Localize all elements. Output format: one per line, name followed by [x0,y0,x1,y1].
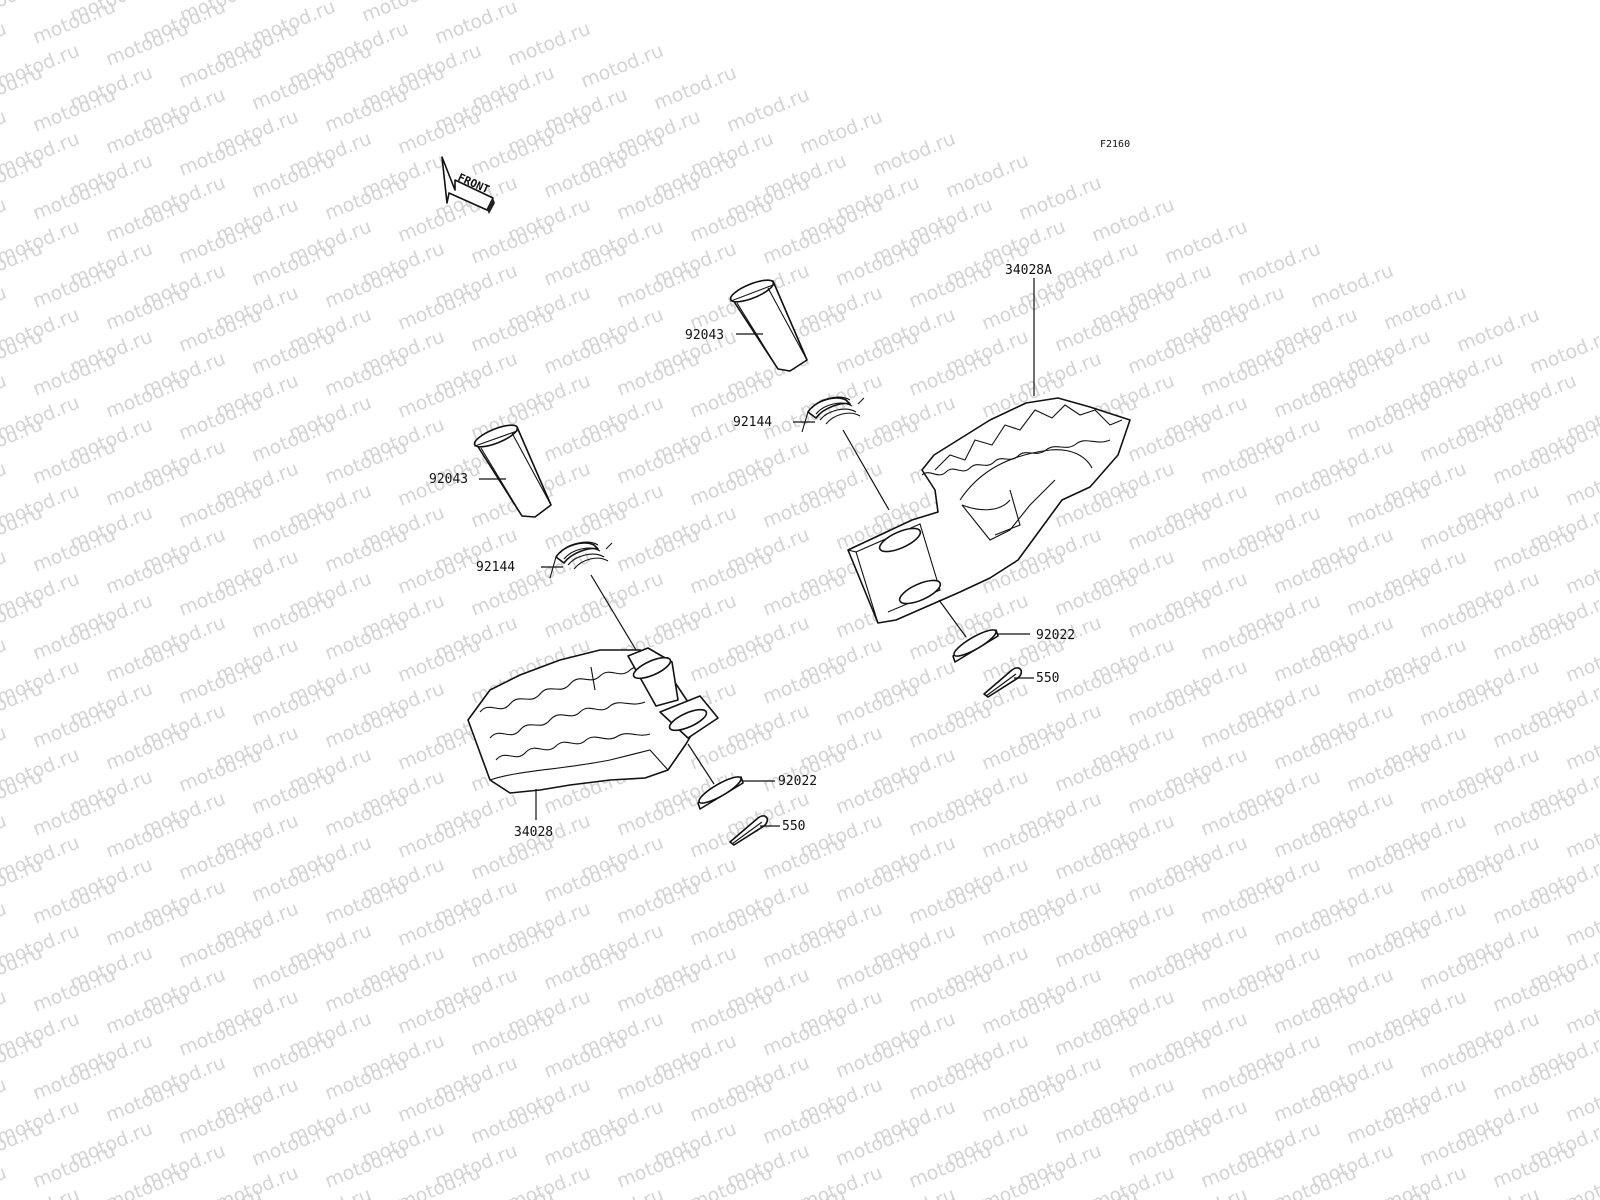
label-spring-upper: 92144 [733,415,772,430]
washer-right [952,629,999,663]
return-spring-lower [549,541,613,579]
label-washer-right: 92022 [1036,628,1075,643]
label-footpeg-right: 34028A [1005,263,1052,278]
label-pin-lower: 92043 [429,472,468,487]
footpeg-left [467,647,719,794]
label-pin-upper: 92043 [685,328,724,343]
label-washer-left: 92022 [778,774,817,789]
label-cotter-right: 550 [1036,671,1059,686]
footpeg-right [847,397,1131,624]
return-spring-upper [801,396,865,433]
label-cotter-left: 550 [782,819,805,834]
cotter-pin-left [729,815,769,846]
label-spring-lower: 92144 [476,560,515,575]
cotter-pin-right [983,667,1023,698]
diagram-code: F2160 [1100,139,1130,150]
front-arrow-icon: FRONT [441,156,495,214]
washer-left [697,776,744,810]
pivot-pin-upper [729,279,808,372]
pivot-pin-lower [473,424,552,518]
label-footpeg-left: 34028 [514,825,553,840]
